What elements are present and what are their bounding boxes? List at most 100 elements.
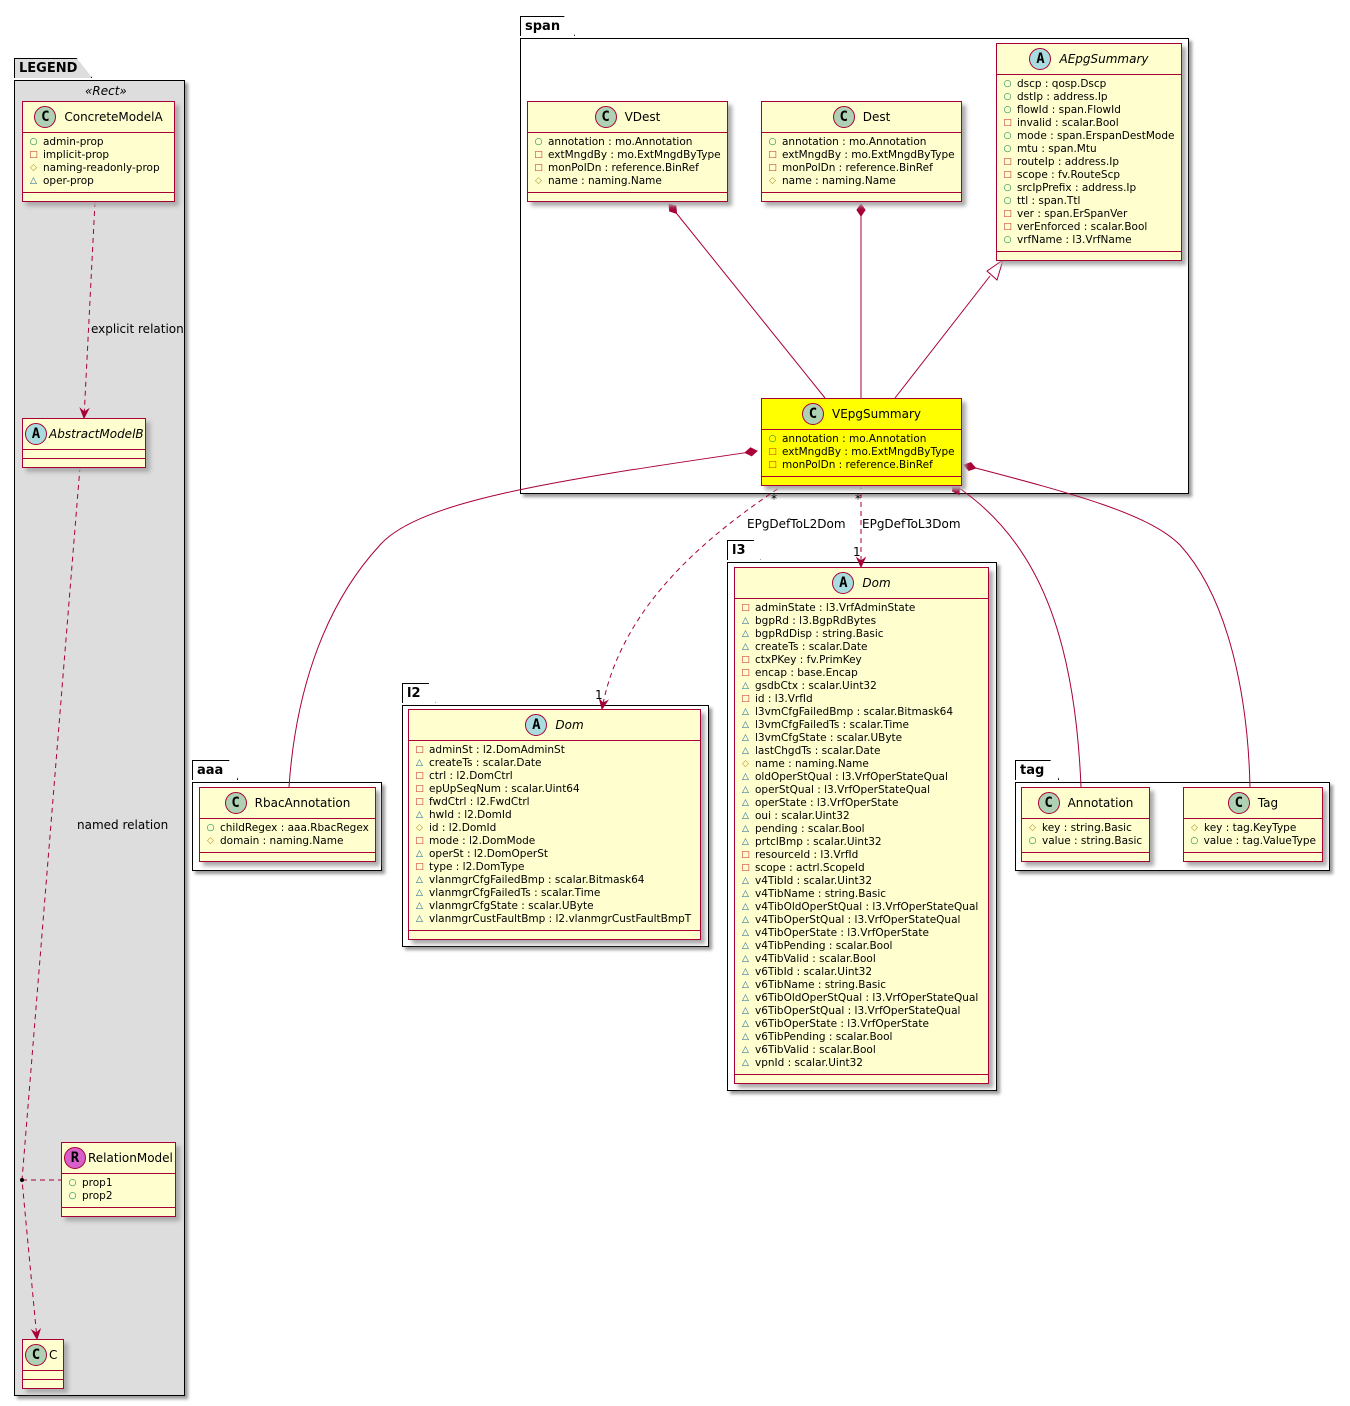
class-member: □verEnforced : scalar.Bool bbox=[1003, 221, 1175, 234]
member-text: lastChgdTs : scalar.Date bbox=[755, 745, 881, 757]
class-members: □ adminState : l3.VrfAdminState△bgpRd : l… bbox=[735, 599, 988, 1075]
package-visibility-icon: △ bbox=[416, 875, 423, 885]
package-visibility-icon: △ bbox=[742, 876, 749, 886]
class-RbacAnnotation[interactable]: C RbacAnnotation ○childRegex : aaa.RbacReg… bbox=[199, 787, 376, 862]
member-text: resourceId : l3.VrfId bbox=[755, 849, 859, 861]
private-visibility-icon: □ bbox=[741, 668, 750, 678]
member-text: extMngdBy : mo.ExtMngdByType bbox=[782, 149, 955, 161]
package-visibility-icon: △ bbox=[742, 798, 749, 808]
package-visibility-icon: △ bbox=[30, 176, 37, 186]
arrow-head-icon bbox=[30, 1327, 42, 1341]
class-member: ◇name : naming.Name bbox=[534, 175, 721, 188]
class-member: ◇name : naming.Name bbox=[768, 175, 955, 188]
class-member: △pending : scalar.Bool bbox=[741, 823, 982, 836]
class-member: △v6TibOperState : l3.VrfOperState bbox=[741, 1018, 982, 1031]
class-members: ○annotation : mo.Annotation□extMngdBy : … bbox=[528, 133, 727, 193]
private-visibility-icon: □ bbox=[1003, 157, 1012, 167]
member-text: fwdCtrl : l2.FwdCtrl bbox=[429, 796, 530, 808]
package-visibility-icon: △ bbox=[742, 993, 749, 1003]
class-name: AbstractModelB bbox=[49, 427, 144, 441]
l3-from-multiplicity: * bbox=[855, 492, 861, 506]
protected-visibility-icon: ◇ bbox=[535, 176, 542, 186]
class-members: ◇key : string.Basic○value : string.Basic bbox=[1022, 819, 1149, 853]
class-name: RbacAnnotation bbox=[254, 796, 351, 810]
class-member: ○childRegex : aaa.RbacRegex bbox=[206, 822, 369, 835]
member-text: adminSt : l2.DomAdminSt bbox=[429, 744, 565, 756]
member-text: adminState : l3.VrfAdminState bbox=[755, 602, 916, 614]
member-text: annotation : mo.Annotation bbox=[782, 136, 927, 148]
class-member: △v4TibOperState : l3.VrfOperState bbox=[741, 927, 982, 940]
private-visibility-icon: □ bbox=[768, 150, 777, 160]
class-name: Tag bbox=[1257, 796, 1279, 810]
member-text: vlanmgrCfgFailedBmp : scalar.Bitmask64 bbox=[429, 874, 645, 886]
class-member: △vlanmgrCfgFailedTs : scalar.Time bbox=[415, 887, 694, 900]
private-visibility-icon: □ bbox=[29, 150, 38, 160]
class-member: ○value : string.Basic bbox=[1028, 835, 1143, 848]
member-text: v6TibValid : scalar.Bool bbox=[755, 1044, 876, 1056]
class-member: △v6TibName : string.Basic bbox=[741, 979, 982, 992]
package-visibility-icon: △ bbox=[416, 810, 423, 820]
member-text: encap : base.Encap bbox=[755, 667, 858, 679]
member-text: ctrl : l2.DomCtrl bbox=[429, 770, 513, 782]
class-member: ○prop1 bbox=[68, 1177, 169, 1190]
l2-relation-label: EPgDefToL2Dom bbox=[747, 517, 846, 531]
member-text: pending : scalar.Bool bbox=[755, 823, 865, 835]
abstract-type-icon: A bbox=[832, 572, 855, 594]
member-text: prtclBmp : scalar.Uint32 bbox=[755, 836, 882, 848]
class-member: □ ctrl : l2.DomCtrl bbox=[415, 770, 694, 783]
class-member: □type : l2.DomType bbox=[415, 861, 694, 874]
package-visibility-icon: △ bbox=[742, 837, 749, 847]
class-members: ○prop1○prop2 bbox=[62, 1174, 175, 1208]
class-members: ○admin-prop□implicit-prop◇naming-readonl… bbox=[23, 133, 174, 193]
class-name: Dest bbox=[862, 110, 891, 124]
class-member: △bgpRd : l3.BgpRdBytes bbox=[741, 615, 982, 628]
public-visibility-icon: ○ bbox=[1003, 144, 1012, 154]
class-member: □monPolDn : reference.BinRef bbox=[768, 162, 955, 175]
package-visibility-icon: △ bbox=[742, 967, 749, 977]
class-type-icon: C bbox=[224, 792, 247, 814]
class-member: ○prop2 bbox=[68, 1190, 169, 1203]
class-member: ○dscp : qosp.Dscp bbox=[1003, 78, 1175, 91]
composition-diamond-icon bbox=[952, 483, 960, 496]
class-name: AEpgSummary bbox=[1059, 52, 1149, 66]
class-type-icon: C bbox=[1227, 792, 1250, 814]
arrow-head-icon bbox=[79, 407, 90, 420]
class-member: △ vlanmgrCfgFailedBmp : scalar.Bitmask64 bbox=[415, 874, 694, 887]
class-member: ○srcIpPrefix : address.Ip bbox=[1003, 182, 1175, 195]
class-member: △v6TibPending : scalar.Bool bbox=[741, 1031, 982, 1044]
private-visibility-icon: □ bbox=[768, 460, 777, 470]
member-text: v4TibValid : scalar.Bool bbox=[755, 953, 876, 965]
class-member: △v6TibId : scalar.Uint32 bbox=[741, 966, 982, 979]
class-members bbox=[23, 1371, 63, 1380]
class-members: ○annotation : mo.Annotation□extMngdBy : … bbox=[762, 133, 961, 193]
public-visibility-icon: ○ bbox=[1003, 196, 1012, 206]
protected-visibility-icon: ◇ bbox=[30, 163, 37, 173]
class-member: △ prtclBmp : scalar.Uint32 bbox=[741, 836, 982, 849]
protected-visibility-icon: ◇ bbox=[207, 836, 214, 846]
member-text: v4TibOldOperStQual : l3.VrfOperStateQual bbox=[755, 901, 979, 913]
member-text: value : tag.ValueType bbox=[1203, 835, 1316, 847]
class-member: ◇key : tag.KeyType bbox=[1190, 822, 1316, 835]
private-visibility-icon: □ bbox=[415, 771, 424, 781]
package-visibility-icon: △ bbox=[742, 681, 749, 691]
class-member: ○annotation : mo.Annotation bbox=[534, 136, 721, 149]
package-visibility-icon: △ bbox=[416, 914, 423, 924]
member-text: implicit-prop bbox=[43, 149, 110, 161]
member-text: v4TibOperStQual : l3.VrfOperStateQual bbox=[755, 914, 961, 926]
member-text: operState : l3.VrfOperState bbox=[755, 797, 899, 809]
package-visibility-icon: △ bbox=[742, 1058, 749, 1068]
